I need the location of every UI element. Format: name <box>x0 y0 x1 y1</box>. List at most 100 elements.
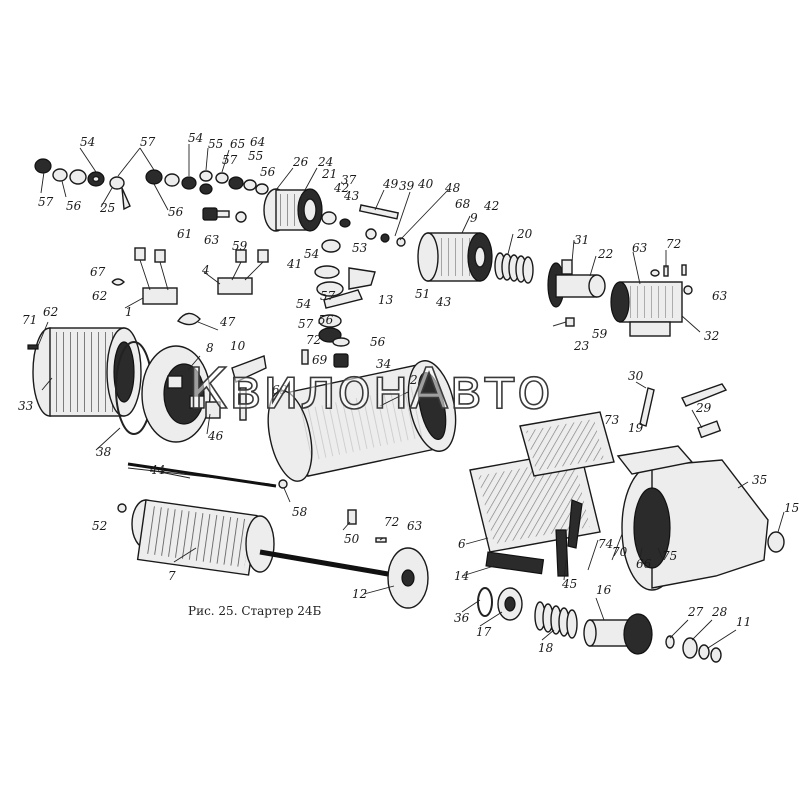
part-callout: 59 <box>592 327 608 341</box>
stator-housing <box>267 360 457 482</box>
part-callout: 56 <box>318 313 334 327</box>
part-callout: 19 <box>628 421 644 435</box>
part-callout: 43 <box>435 295 452 309</box>
part-callout: 1 <box>125 305 133 319</box>
bearing-plate <box>347 509 429 609</box>
relay-block <box>610 264 693 337</box>
part-callout: 22 <box>597 247 613 261</box>
figure-caption: Рис. 25. Стартер 24Б <box>188 604 322 618</box>
end-cover <box>27 327 142 417</box>
part-callout: 57 <box>320 289 336 303</box>
part-callout: 57 <box>140 135 156 149</box>
part-callout: 36 <box>454 611 470 625</box>
watermark-text: КвилонАвто <box>187 357 553 422</box>
part-callout: 21 <box>321 167 337 181</box>
part-callout: 47 <box>219 315 236 329</box>
part-callout: 26 <box>292 155 309 169</box>
part-callout: 45 <box>561 577 577 591</box>
part-callout: 57 <box>222 153 238 167</box>
part-callout: 55 <box>208 137 223 151</box>
part-callout: 40 <box>417 177 434 191</box>
part-callout: 54 <box>80 135 95 149</box>
clutch-parts <box>477 587 722 663</box>
part-callout: 62 <box>92 289 107 303</box>
part-callout: 72 <box>306 333 321 347</box>
part-callout: 68 <box>455 197 471 211</box>
part-callout: 33 <box>18 399 34 413</box>
part-callout: 69 <box>312 353 328 367</box>
part-callout: 57 <box>298 317 314 331</box>
part-callout: 66 <box>636 557 652 571</box>
part-callout: 28 <box>711 605 728 619</box>
part-callout: 48 <box>444 181 461 195</box>
part-callout: 51 <box>415 287 430 301</box>
part-callout: 17 <box>476 625 492 639</box>
part-callout: 72 <box>666 237 681 251</box>
part-callout: 59 <box>232 239 248 253</box>
part-callout: 54 <box>188 131 203 145</box>
part-callout: 14 <box>454 569 469 583</box>
part-callout: 63 <box>204 233 220 247</box>
part-callout: 8 <box>206 341 214 355</box>
plunger-assembly <box>547 259 606 327</box>
part-callout: 65 <box>230 137 245 151</box>
field-coils <box>469 411 615 577</box>
part-callout: 29 <box>695 401 712 415</box>
part-callout: 42 <box>333 181 349 195</box>
part-callout: 67 <box>90 265 106 279</box>
armature <box>117 499 389 577</box>
leader-lines <box>37 144 785 649</box>
part-callout: 18 <box>538 641 554 655</box>
part-callout: 6 <box>458 537 466 551</box>
contact-parts <box>321 204 406 253</box>
part-callout: 71 <box>22 313 37 327</box>
switch-housing <box>263 188 323 232</box>
part-callout: 56 <box>168 205 184 219</box>
part-callout: 15 <box>784 501 799 515</box>
washer-stack-left <box>34 158 105 187</box>
part-callout: 13 <box>378 293 394 307</box>
part-callout: 39 <box>399 179 415 193</box>
part-callout: 35 <box>752 473 767 487</box>
part-callout: 41 <box>286 257 302 271</box>
part-callout: 55 <box>248 149 263 163</box>
return-spring <box>494 252 534 284</box>
part-callout: 30 <box>628 369 644 383</box>
part-callout: 42 <box>483 199 499 213</box>
part-callout: 7 <box>168 569 176 583</box>
part-callout: 49 <box>382 177 399 191</box>
part-callout: 56 <box>66 199 82 213</box>
part-callout: 54 <box>296 297 311 311</box>
part-callout: 11 <box>736 615 751 629</box>
part-callout: 32 <box>704 329 719 343</box>
part-callout: 58 <box>292 505 308 519</box>
part-callout: 73 <box>604 413 620 427</box>
part-callout: 70 <box>612 545 628 559</box>
part-callout: 50 <box>344 532 360 546</box>
part-callout: 2 <box>409 373 418 387</box>
brush-holder-right <box>217 249 269 295</box>
drive-end-housing <box>616 383 785 591</box>
part-callout: 72 <box>384 515 399 529</box>
part-callout: 57 <box>38 195 54 209</box>
part-callout: 25 <box>99 201 115 215</box>
part-callout: 4 <box>201 263 210 277</box>
part-callout: 34 <box>376 357 391 371</box>
part-callout: 12 <box>352 587 367 601</box>
part-callout: 52 <box>92 519 107 533</box>
part-callout: 31 <box>574 233 589 247</box>
terminal-bolt <box>202 207 247 223</box>
part-callout: 37 <box>341 173 357 187</box>
part-callout: 56 <box>370 335 386 349</box>
thru-bolt-and-parts <box>127 349 309 489</box>
part-callout: 61 <box>177 227 192 241</box>
part-callout: 63 <box>407 519 423 533</box>
part-callout: 44 <box>149 463 165 477</box>
part-callout: 75 <box>662 549 677 563</box>
part-callout: 27 <box>687 605 704 619</box>
part-callout: 24 <box>317 155 333 169</box>
part-callout: 53 <box>352 241 368 255</box>
part-callout: 23 <box>573 339 590 353</box>
